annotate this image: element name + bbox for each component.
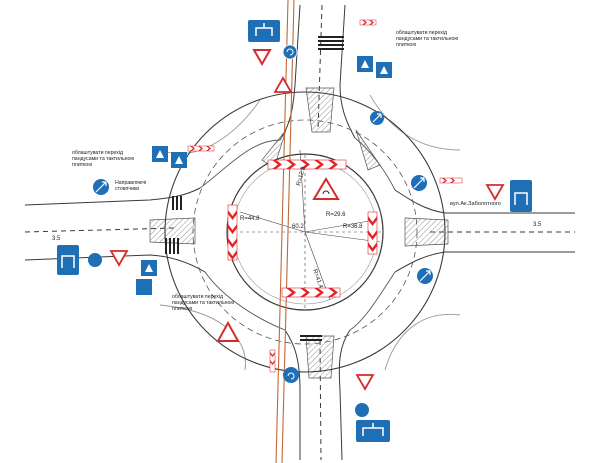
crossing-signs-north bbox=[357, 56, 392, 78]
splitter-islands bbox=[149, 87, 449, 379]
street-label: вул.Ак.Заболотного bbox=[450, 201, 501, 207]
tram-track bbox=[275, 0, 295, 463]
chevron-strip-north bbox=[359, 19, 377, 26]
chevron-strip-east bbox=[439, 177, 463, 184]
chevron-board-north bbox=[267, 159, 347, 170]
dim-r-center-b: R=36.8 bbox=[343, 224, 363, 230]
roundabout-sign-north bbox=[248, 20, 280, 42]
roundabout-sign-east bbox=[510, 180, 532, 212]
arrow-sign-west bbox=[93, 179, 109, 195]
circular-sign-south bbox=[283, 367, 299, 383]
note-bus-stop: Направляючі стовпчики bbox=[115, 180, 147, 192]
warning-sign-southwest bbox=[216, 320, 240, 342]
warning-sign-center bbox=[312, 177, 340, 200]
yield-sign-west bbox=[109, 250, 129, 267]
yield-sign-east bbox=[485, 184, 505, 201]
chevron-strip-west bbox=[187, 145, 215, 152]
pedestrian-crossings bbox=[165, 36, 344, 341]
circular-sign-north bbox=[282, 44, 298, 60]
dim-r-west: R=44.8 bbox=[240, 216, 260, 222]
circular-sign-south-b bbox=[355, 403, 369, 417]
dim-r-north: R=12.8 bbox=[296, 165, 307, 186]
chevron-board-east bbox=[367, 211, 378, 255]
dim-r-center-a: R=29.6 bbox=[326, 212, 346, 218]
chevron-boards bbox=[187, 19, 463, 373]
crossing-signs-west bbox=[152, 146, 187, 168]
dim-center: 60.2 bbox=[292, 224, 304, 230]
note-south-crossing: облаштувати перехід пандусами та тактиль… bbox=[172, 294, 235, 312]
roundabout-sign-west bbox=[57, 245, 79, 275]
chevron-board-south bbox=[281, 287, 341, 298]
arrow-sign-east-upper bbox=[411, 175, 427, 191]
note-north-crossing: облаштувати перехід пандусами та тактиль… bbox=[396, 30, 459, 48]
chevron-board-west bbox=[227, 204, 238, 261]
roundabout-sign-south bbox=[356, 420, 390, 442]
warning-sign-north bbox=[273, 76, 293, 93]
radius-lines bbox=[228, 149, 383, 310]
circular-sign-west bbox=[88, 253, 102, 267]
arrow-sign-east-lower bbox=[417, 268, 433, 284]
yield-sign-south bbox=[355, 374, 375, 391]
chevron-strip-south bbox=[269, 349, 276, 373]
arrow-sign-north bbox=[370, 111, 384, 125]
dim-w-east: 3.5 bbox=[533, 222, 542, 228]
crossing-signs-southwest bbox=[136, 260, 157, 295]
yield-sign-north bbox=[252, 49, 272, 67]
dim-w-west: 3.5 bbox=[52, 236, 61, 242]
note-west-crossing: облаштувати перехід пандусами та тактиль… bbox=[72, 150, 135, 168]
dim-r-south: R=41.4 bbox=[311, 269, 324, 290]
approach-roads bbox=[24, 4, 575, 461]
